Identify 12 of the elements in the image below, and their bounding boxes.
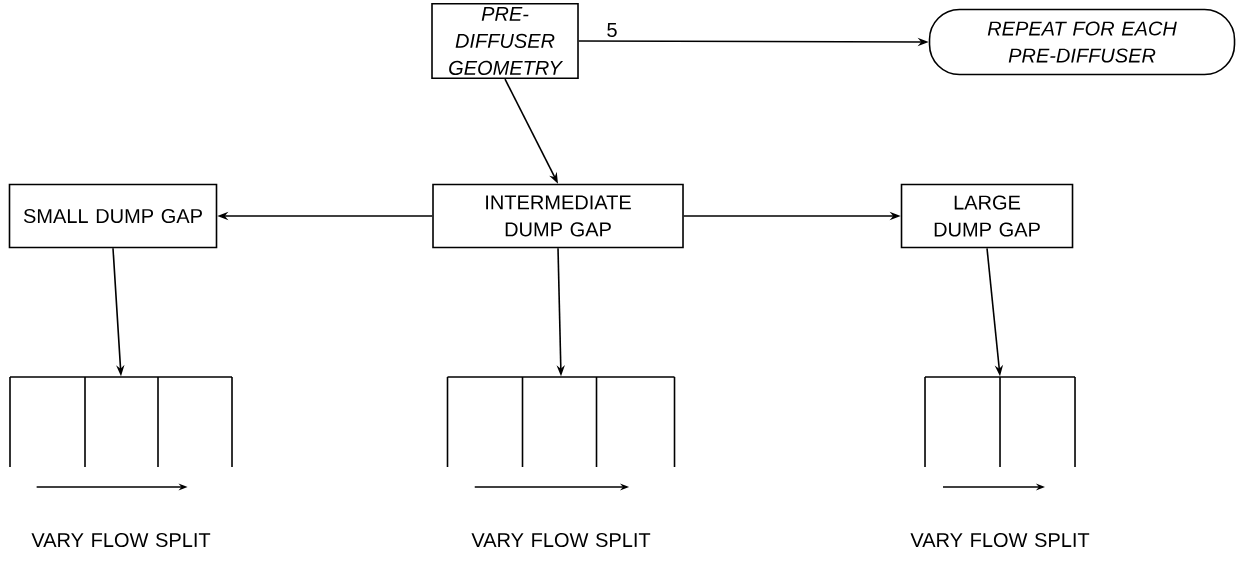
caption-text: VARY FLOW SPLIT — [31, 532, 211, 548]
caption-text: VARY FLOW SPLIT — [471, 532, 651, 548]
handwritten-mark: 5 — [607, 23, 617, 37]
process-box: INTERMEDIATE DUMP GAP — [432, 183, 684, 249]
comb-drawing — [446, 376, 676, 468]
comb-drawing — [924, 376, 1076, 468]
comb-drawing — [9, 376, 233, 468]
terminal-box: REPEAT FOR EACH PRE-DIFFUSER — [928, 8, 1236, 76]
caption-text: VARY FLOW SPLIT — [910, 532, 1090, 548]
process-box: PRE-DIFFUSER GEOMETRY — [431, 2, 579, 80]
process-box: LARGE DUMP GAP — [900, 183, 1074, 249]
process-box: SMALL DUMP GAP — [8, 183, 218, 249]
